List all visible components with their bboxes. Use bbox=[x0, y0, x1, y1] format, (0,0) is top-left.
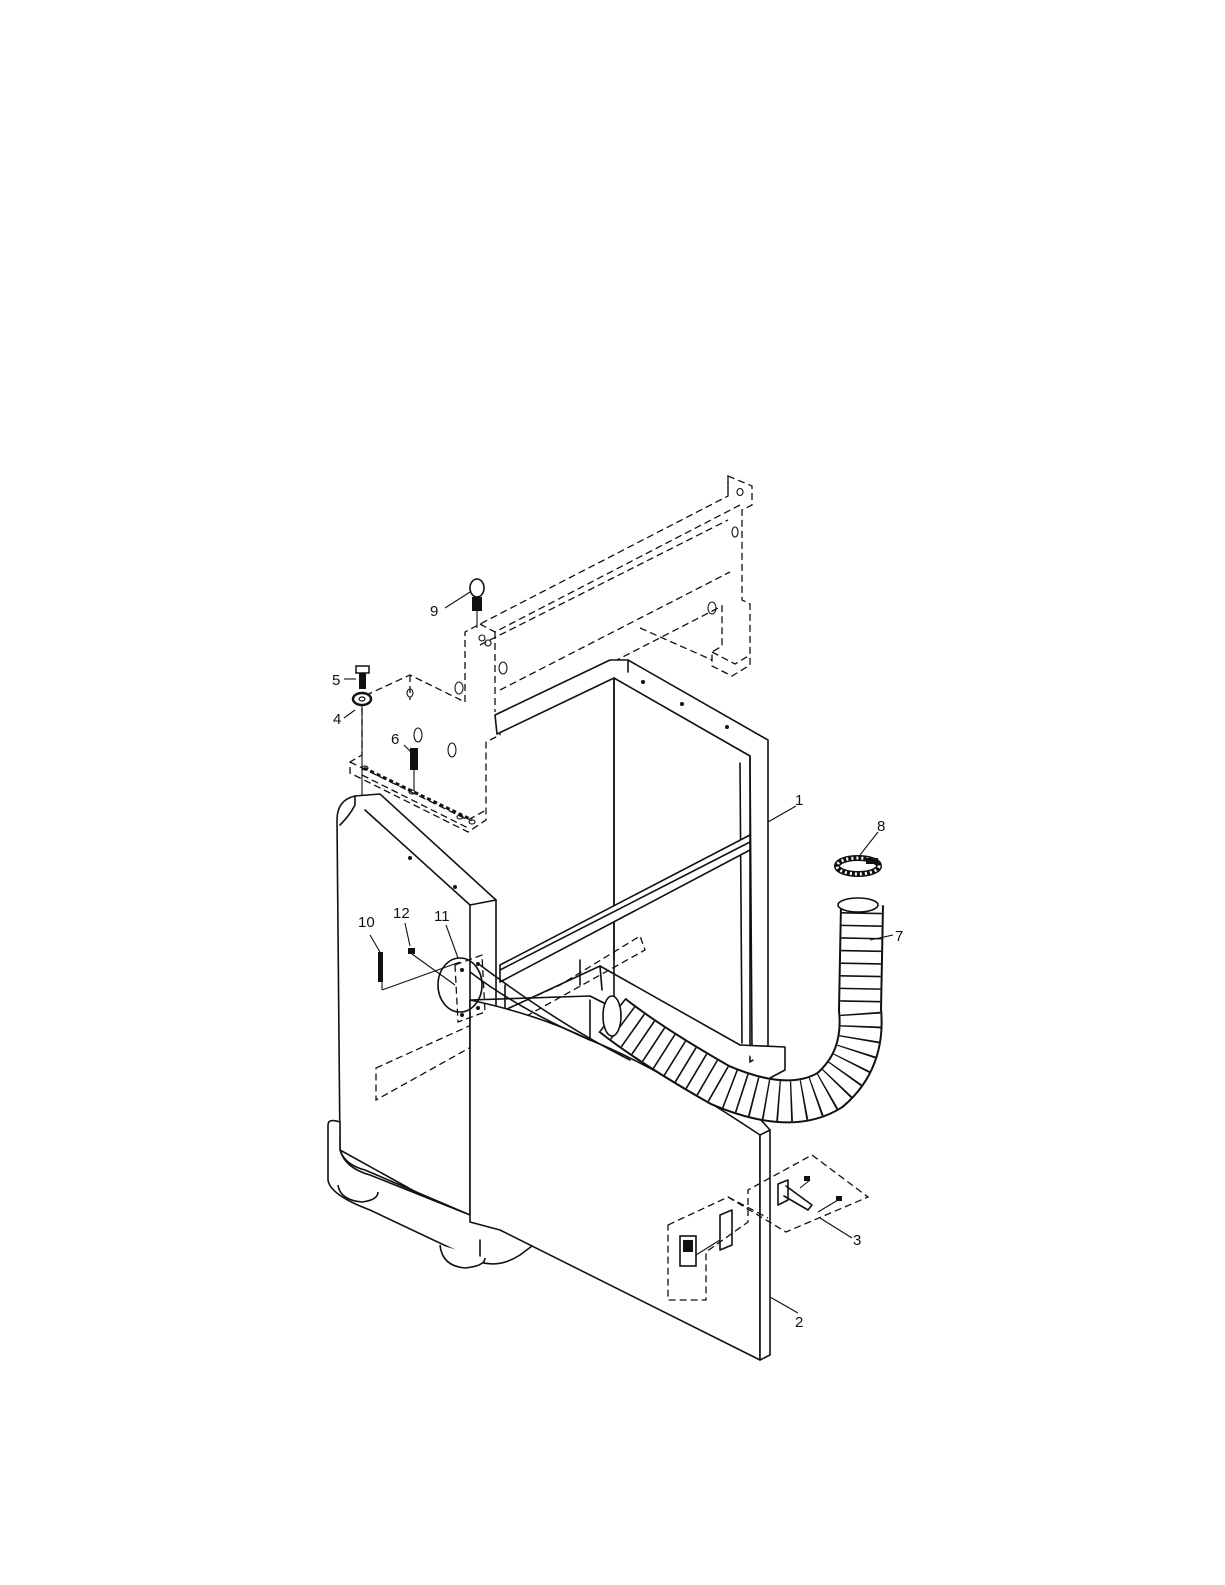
upper-bracket-assembly bbox=[350, 476, 752, 832]
callout-5: 5 bbox=[332, 672, 340, 689]
eye-bolt bbox=[470, 579, 484, 628]
callout-4: 4 bbox=[333, 711, 341, 728]
callout-6: 6 bbox=[391, 731, 399, 748]
callout-2: 2 bbox=[795, 1314, 803, 1331]
callout-12: 12 bbox=[393, 905, 410, 922]
hose-clamp bbox=[837, 858, 879, 874]
socket-bolt bbox=[356, 666, 369, 689]
callout-1: 1 bbox=[795, 792, 803, 809]
callout-9: 9 bbox=[430, 603, 438, 620]
callout-11: 11 bbox=[434, 908, 450, 925]
set-screw bbox=[410, 748, 418, 790]
cabinet-door bbox=[470, 996, 770, 1360]
callout-10: 10 bbox=[358, 914, 375, 931]
callout-3: 3 bbox=[853, 1232, 861, 1249]
callout-7: 7 bbox=[895, 928, 903, 945]
callout-8: 8 bbox=[877, 818, 885, 835]
